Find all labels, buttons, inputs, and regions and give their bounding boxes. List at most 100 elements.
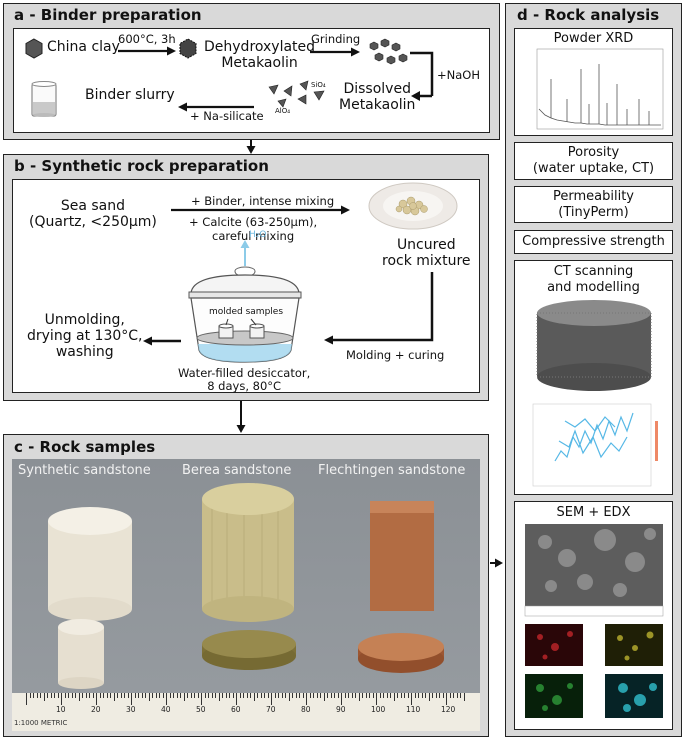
ruler-number: 80 (301, 705, 311, 714)
ruler-tick (145, 693, 146, 698)
compressive-strength-label: Compressive strength (522, 234, 665, 249)
ruler-tick (302, 693, 304, 698)
panel-a-binder-preparation: a - Binder preparation (3, 3, 500, 140)
ruler-number: 100 (371, 705, 386, 714)
ruler-tick (407, 693, 409, 698)
unmolding-label: Unmolding, drying at 130°C, washing (27, 312, 143, 360)
ruler-tick (299, 693, 300, 698)
ruler-tick (386, 693, 388, 698)
powder-xrd-label: Powder XRD (553, 31, 634, 46)
ruler-tick (173, 693, 174, 698)
ruler-tick (306, 693, 307, 705)
desiccator-icon (188, 266, 302, 363)
ruler-tick (365, 693, 367, 698)
ruler-tick (372, 693, 374, 698)
naoh-label: +NaOH (437, 68, 480, 82)
ruler-tick (117, 693, 118, 698)
ruler-tick (425, 693, 426, 698)
ruler-tick (225, 693, 227, 698)
ruler-number: 120 (441, 705, 456, 714)
ruler-tick (418, 693, 419, 698)
porosity-label: Porosity (water uptake, CT) (532, 145, 655, 176)
ruler-number: 50 (196, 705, 206, 714)
ruler-number: 110 (406, 705, 421, 714)
ruler-tick (288, 693, 290, 701)
ruler-tick (285, 693, 286, 698)
panel-b-synthetic-rock-preparation: b - Synthetic rock preparation (3, 154, 489, 401)
ruler-tick (211, 693, 213, 698)
ruler-tick (414, 693, 416, 698)
powder-xrd-box: Powder XRD (514, 28, 673, 136)
heat-condition-label: 600°C, 3h (118, 32, 176, 46)
ruler-tick (257, 693, 258, 698)
dehydroxylated-label: Dehydroxylated Metakaolin (204, 39, 316, 71)
dissolved-metakaolin-label: Dissolved Metakaolin (339, 81, 416, 113)
ruler-tick (176, 693, 178, 698)
ruler-tick (355, 693, 356, 698)
ruler-tick (40, 693, 41, 698)
ruler-tick (313, 693, 314, 698)
ruler-tick (439, 693, 440, 698)
ruler-tick (103, 693, 104, 698)
compressive-strength-box: Compressive strength (514, 230, 673, 254)
ruler-tick (201, 693, 202, 705)
ruler-tick (246, 693, 248, 698)
ruler-tick (71, 693, 73, 698)
ruler-tick (75, 693, 76, 698)
grinding-label: Grinding (311, 32, 361, 46)
ruler-tick (309, 693, 311, 698)
china-clay-hexagon-icon (25, 38, 434, 117)
ruler-tick (379, 693, 381, 698)
rock-samples-drawing (12, 483, 480, 731)
sio4-label: SiO₄ (311, 81, 326, 89)
sem-edx-images (524, 524, 664, 718)
panel-b-title: b - Synthetic rock preparation (14, 157, 269, 175)
ruler-tick (446, 693, 447, 705)
ruler-tick (453, 693, 454, 698)
ruler-tick (33, 693, 34, 698)
ruler-tick (162, 693, 164, 698)
ruler-tick (215, 693, 216, 698)
ruler-tick (155, 693, 157, 698)
ruler-tick (460, 693, 461, 698)
na-silicate-label: + Na-silicate (190, 109, 264, 123)
ruler-tick (26, 693, 27, 705)
ruler-tick (358, 693, 360, 701)
ruler-tick (82, 693, 83, 698)
ruler-number: 60 (231, 705, 241, 714)
ct-model-images (532, 300, 658, 487)
ruler-tick (351, 693, 353, 698)
ruler-tick (274, 693, 276, 698)
ruler-tick (330, 693, 332, 698)
ruler-tick (236, 693, 237, 705)
ruler-tick (120, 693, 122, 698)
ruler-number: 40 (161, 705, 171, 714)
ruler-tick (110, 693, 111, 698)
ruler-tick (449, 693, 451, 698)
molded-samples-label: molded samples (209, 307, 284, 317)
calcite-mixing-label: + Calcite (63-250μm), careful mixing (189, 215, 318, 243)
ruler-tick (106, 693, 108, 698)
ruler-tick (78, 693, 80, 701)
ruler-tick (124, 693, 125, 698)
porosity-box: Porosity (water uptake, CT) (514, 142, 673, 180)
ruler-tick (432, 693, 433, 698)
ruler-tick (64, 693, 66, 698)
molding-curing-label: Molding + curing (346, 348, 445, 362)
binder-mixing-label: + Binder, intense mixing (191, 194, 335, 208)
ruler-tick (383, 693, 384, 698)
ruler-tick (159, 693, 160, 698)
panel-b-content: Sea sand (Quartz, <250μm) + Binder, inte… (12, 179, 480, 393)
ruler-tick (400, 693, 402, 698)
ruler-tick (204, 693, 206, 698)
panel-d-title: d - Rock analysis (517, 6, 660, 24)
panel-b-drawing (143, 182, 458, 363)
ruler-tick (292, 693, 293, 698)
beaker-icon (31, 81, 57, 117)
ruler-tick (264, 693, 265, 698)
sem-edx-label: SEM + EDX (556, 505, 631, 520)
panel-a-title: a - Binder preparation (14, 6, 202, 24)
ruler-number: 90 (336, 705, 346, 714)
ruler-tick (435, 693, 437, 698)
